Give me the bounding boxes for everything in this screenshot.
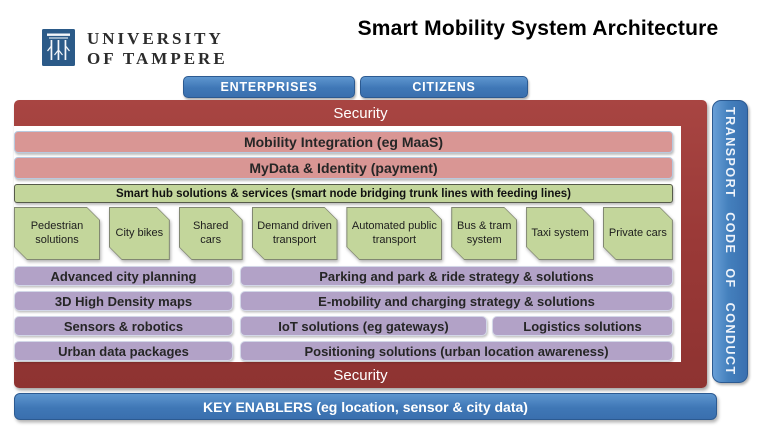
- mode-label: Private cars: [604, 208, 672, 259]
- mode-pedestrian-solutions: Pedestrian solutions: [14, 207, 100, 260]
- security-frame: Security Security Mobility Integration (…: [14, 100, 707, 388]
- mode-taxi-system: Taxi system: [526, 207, 594, 260]
- transport-modes-row: Pedestrian solutions City bikes Shared c…: [14, 207, 673, 260]
- mode-label: Automated public transport: [347, 208, 441, 259]
- security-label-top: Security: [333, 104, 388, 122]
- mode-bus-tram-system: Bus & tram system: [451, 207, 517, 260]
- mode-shared-cars: Shared cars: [179, 207, 243, 260]
- security-frame-content: Mobility Integration (eg MaaS) MyData & …: [14, 126, 681, 362]
- mode-label: Shared cars: [180, 208, 242, 259]
- capabilities-grid: Advanced city planning Parking and park …: [14, 266, 673, 361]
- mode-label: Demand driven transport: [253, 208, 337, 259]
- transport-code-of-conduct-bar: TRANSPORT CODE OF CONDUCT: [712, 100, 748, 383]
- citizens-button: CITIZENS: [360, 76, 528, 98]
- logo-line-2: OF TAMPERE: [87, 49, 228, 68]
- mode-label: Taxi system: [527, 208, 593, 259]
- cap-row-iot-logistics: IoT solutions (eg gateways) Logistics so…: [240, 316, 673, 336]
- enterprises-button: ENTERPRISES: [183, 76, 355, 98]
- mode-private-cars: Private cars: [603, 207, 673, 260]
- mobility-integration-bar: Mobility Integration (eg MaaS): [14, 131, 673, 153]
- university-logo-icon: [42, 29, 75, 66]
- transport-code-of-conduct-label: TRANSPORT CODE OF CONDUCT: [723, 107, 737, 376]
- cap-parking-strategy: Parking and park & ride strategy & solut…: [240, 266, 673, 286]
- cap-iot-solutions: IoT solutions (eg gateways): [240, 316, 487, 336]
- security-label-bottom: Security: [333, 366, 388, 384]
- cap-urban-data-packages: Urban data packages: [14, 341, 233, 361]
- mode-automated-public-transport: Automated public transport: [346, 207, 442, 260]
- logo-line-1: UNIVERSITY: [87, 29, 224, 48]
- cap-logistics-solutions: Logistics solutions: [492, 316, 673, 336]
- mode-demand-driven-transport: Demand driven transport: [252, 207, 338, 260]
- cap-positioning-solutions: Positioning solutions (urban location aw…: [240, 341, 673, 361]
- university-logo: UNIVERSITY OF TAMPERE: [42, 29, 228, 69]
- mode-city-bikes: City bikes: [109, 207, 170, 260]
- key-enablers-bar: KEY ENABLERS (eg location, sensor & city…: [14, 393, 717, 420]
- mode-label: City bikes: [110, 208, 169, 259]
- mydata-identity-bar: MyData & Identity (payment): [14, 157, 673, 179]
- university-logo-text: UNIVERSITY OF TAMPERE: [87, 29, 228, 69]
- page-title: Smart Mobility System Architecture: [357, 17, 719, 40]
- cap-emobility-strategy: E-mobility and charging strategy & solut…: [240, 291, 673, 311]
- cap-sensors-robotics: Sensors & robotics: [14, 316, 233, 336]
- cap-3d-high-density-maps: 3D High Density maps: [14, 291, 233, 311]
- smart-hub-bar: Smart hub solutions & services (smart no…: [14, 184, 673, 203]
- cap-advanced-city-planning: Advanced city planning: [14, 266, 233, 286]
- mode-label: Pedestrian solutions: [15, 208, 99, 259]
- mode-label: Bus & tram system: [452, 208, 516, 259]
